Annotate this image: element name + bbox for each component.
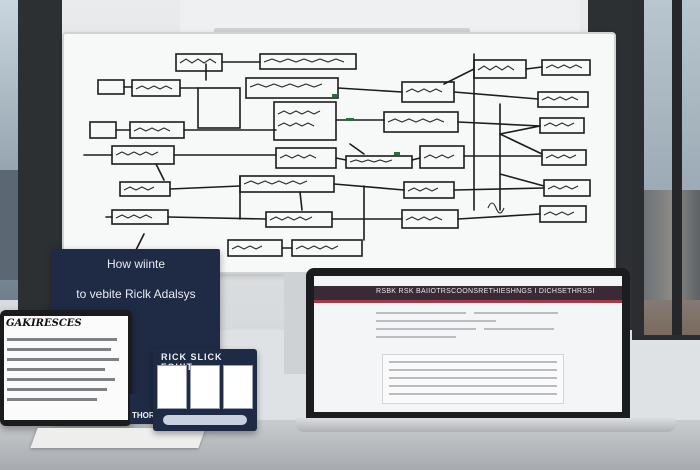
tablet-text-line <box>7 388 107 391</box>
laptop-header-band <box>314 300 622 303</box>
risk-card-slot <box>223 365 253 409</box>
laptop-text-row <box>484 328 554 330</box>
right-window <box>632 0 700 340</box>
laptop-table-row <box>389 393 557 395</box>
risk-card-slot <box>157 365 187 409</box>
tablet-headline: GAKIRESCES <box>6 318 82 329</box>
laptop-table-row <box>389 377 557 379</box>
tablet-device: GAKIRESCES <box>0 310 132 426</box>
laptop-screen: RSBK RSK BAIIOTRSCOONSRETHIESHNGS I DICH… <box>314 276 622 412</box>
laptop-table-row <box>389 369 557 371</box>
risk-card: RICK SLICK FOUIT <box>153 349 257 431</box>
tablet-text-line <box>7 358 119 361</box>
note-text: THOR <box>132 411 155 420</box>
whiteboard-flowchart-drawing <box>83 53 591 257</box>
whiteboard-tray <box>214 28 470 35</box>
laptop-header-text: RSBK RSK BAIIOTRSCOONSRETHIESHNGS I DICH… <box>376 288 595 295</box>
laptop-table-row <box>389 385 557 387</box>
tablet-text-line <box>7 368 105 371</box>
tablet-text-line <box>7 398 97 401</box>
laptop: RSBK RSK BAIIOTRSCOONSRETHIESHNGS I DICH… <box>306 268 630 420</box>
laptop-text-row <box>376 328 476 330</box>
tablet-text-line <box>7 378 115 381</box>
poster-title: How wiinte <box>106 257 166 271</box>
left-window <box>0 0 22 300</box>
laptop-data-table <box>382 354 564 404</box>
whiteboard-stand <box>284 274 306 374</box>
tablet-text-line <box>7 348 111 351</box>
laptop-text-row <box>376 320 496 322</box>
laptop-table-row <box>389 361 557 363</box>
whiteboard <box>62 32 616 274</box>
poster-subtitle: to vebite Riclk Adalsys <box>76 287 196 301</box>
right-window-mullion <box>672 0 682 335</box>
tablet-text-line <box>7 338 117 341</box>
paper-sheet <box>30 428 206 448</box>
laptop-text-row <box>376 312 466 314</box>
risk-card-slot <box>190 365 220 409</box>
risk-card-footer <box>163 415 247 425</box>
tablet-screen: GAKIRESCES <box>4 316 128 420</box>
laptop-text-row <box>376 336 456 338</box>
laptop-app-header <box>314 286 622 300</box>
laptop-base <box>296 418 676 432</box>
left-window-building <box>0 170 22 280</box>
laptop-text-row <box>474 312 558 314</box>
